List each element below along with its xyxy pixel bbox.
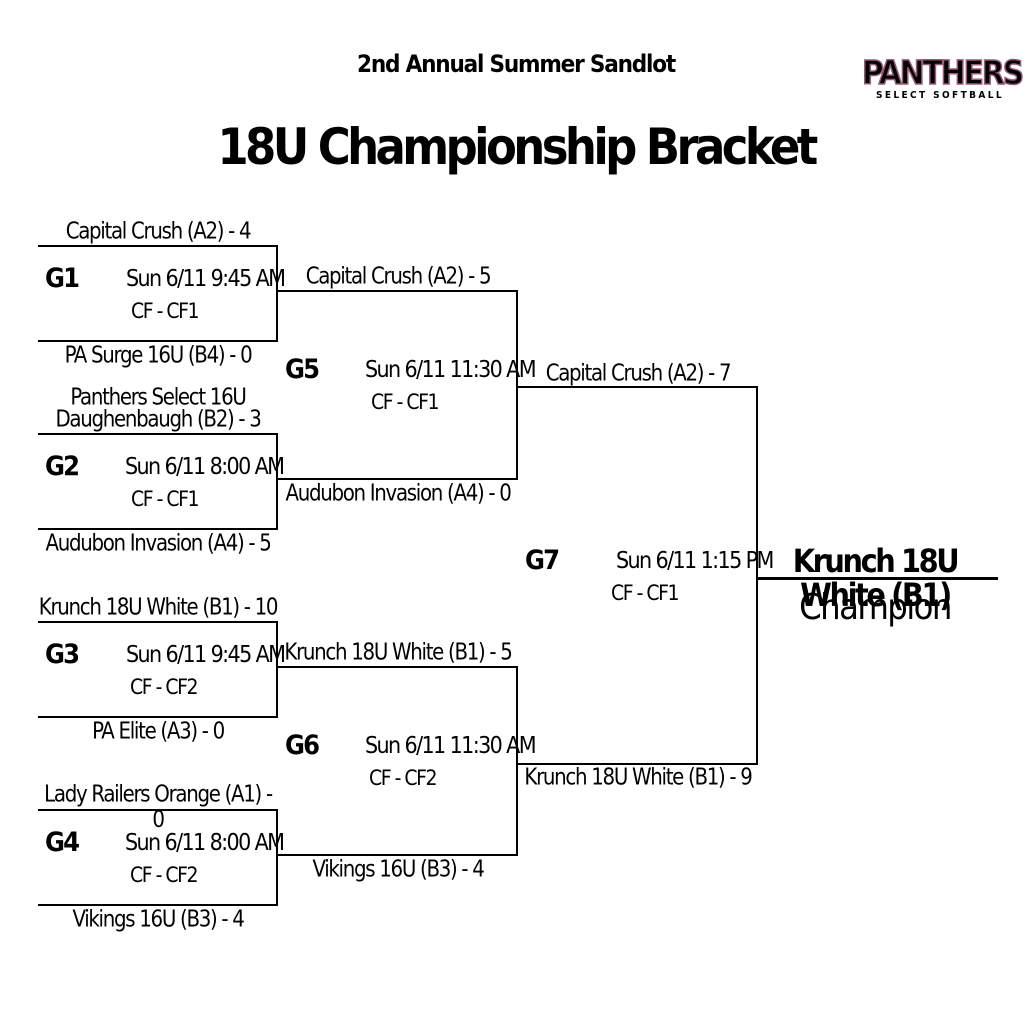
g6-game-id: G6 — [285, 730, 320, 761]
g3-top-line — [38, 621, 278, 623]
g7-bottom-line — [518, 763, 758, 765]
g2-bottom-line — [38, 528, 278, 530]
g6-field: CF - CF2 — [369, 766, 437, 790]
g5-game-id: G5 — [285, 354, 320, 385]
g7-top-line — [518, 386, 758, 388]
g6-top-line — [278, 666, 518, 668]
g2-connector — [276, 433, 278, 530]
g2-top-line — [38, 433, 278, 435]
g6-bottom-team: Vikings 16U (B3) - 4 — [312, 856, 484, 883]
g3-top-team: Krunch 18U White (B1) - 10 — [38, 594, 279, 621]
g2-time: Sun 6/11 8:00 AM — [125, 454, 285, 480]
g1-time: Sun 6/11 9:45 AM — [126, 266, 286, 292]
g5-field: CF - CF1 — [371, 390, 439, 414]
g5-bottom-line — [278, 478, 518, 480]
g7-bottom-team: Krunch 18U White (B1) - 9 — [524, 764, 752, 791]
g1-bottom-line — [38, 340, 278, 342]
g5-top-team: Capital Crush (A2) - 5 — [305, 263, 492, 290]
g4-bottom-team: Vikings 16U (B3) - 4 — [72, 906, 244, 933]
g6-connector — [516, 666, 518, 856]
event-subtitle: 2nd Annual Summer Sandlot — [357, 50, 676, 78]
g5-bottom-team: Audubon Invasion (A4) - 0 — [285, 480, 511, 507]
g3-bottom-team: PA Elite (A3) - 0 — [92, 718, 225, 745]
g6-bottom-line — [278, 854, 518, 856]
panthers-logo: PANTHERS SELECT SOFTBALL — [861, 53, 1025, 106]
g1-top-team: Capital Crush (A2) - 4 — [65, 218, 252, 245]
champion-line — [758, 577, 998, 580]
g4-game-id: G4 — [45, 827, 80, 858]
g1-field: CF - CF1 — [131, 299, 199, 323]
champion-label: Champion — [799, 587, 952, 628]
g1-bottom-team: PA Surge 16U (B4) - 0 — [64, 342, 253, 369]
g3-game-id: G3 — [45, 639, 80, 670]
g1-top-line — [38, 245, 278, 247]
g2-top-team-line1: Panthers Select 16U — [70, 384, 246, 411]
champion-team: Krunch 18U White (B1) — [792, 542, 960, 614]
g4-connector — [276, 809, 278, 906]
g3-time: Sun 6/11 9:45 AM — [126, 642, 286, 668]
logo-tagline: SELECT SOFTBALL — [875, 90, 1005, 101]
bracket-title: 18U Championship Bracket — [217, 118, 818, 176]
g7-time: Sun 6/11 1:15 PM — [616, 548, 774, 574]
g1-game-id: G1 — [45, 263, 80, 294]
g7-field: CF - CF1 — [611, 581, 679, 605]
g2-game-id: G2 — [45, 451, 80, 482]
g1-connector — [276, 245, 278, 342]
g7-connector — [756, 386, 758, 765]
g7-top-team: Capital Crush (A2) - 7 — [545, 360, 732, 387]
logo-wordmark: PANTHERS — [861, 53, 1025, 93]
g4-top-line — [38, 809, 278, 811]
g2-field: CF - CF1 — [131, 487, 199, 511]
g5-connector — [516, 290, 518, 480]
g3-field: CF - CF2 — [130, 675, 198, 699]
g4-top-team: Lady Railers Orange (A1) - 0 — [44, 781, 273, 834]
g2-bottom-team: Audubon Invasion (A4) - 5 — [45, 530, 271, 557]
g4-field: CF - CF2 — [130, 863, 198, 887]
g5-time: Sun 6/11 11:30 AM — [365, 357, 537, 383]
g2-top-team-line2: Daughenbaugh (B2) - 3 — [55, 406, 261, 433]
g7-game-id: G7 — [525, 545, 560, 576]
g4-time: Sun 6/11 8:00 AM — [125, 830, 285, 856]
g6-time: Sun 6/11 11:30 AM — [365, 733, 537, 759]
g3-bottom-line — [38, 716, 278, 718]
g5-top-line — [278, 290, 518, 292]
g4-bottom-line — [38, 904, 278, 906]
g3-connector — [276, 621, 278, 718]
g6-top-team: Krunch 18U White (B1) - 5 — [284, 639, 512, 666]
